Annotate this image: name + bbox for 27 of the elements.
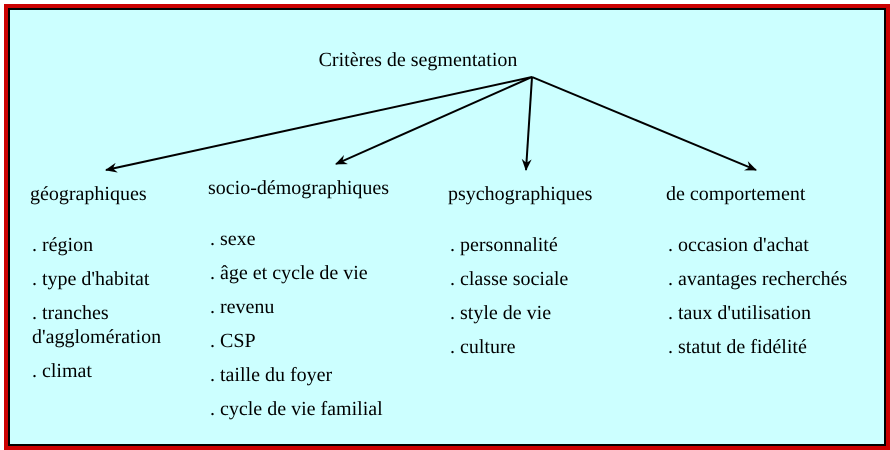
list-item: . classe sociale <box>449 267 570 291</box>
list-item: . statut de fidélité <box>667 335 808 359</box>
category-heading: de comportement <box>666 166 881 207</box>
list-item: . climat <box>31 359 93 383</box>
list-item: . personnalité <box>449 233 559 257</box>
list-item: . style de vie <box>449 301 552 325</box>
list-item: . culture <box>449 335 517 359</box>
list-item: . CSP <box>209 329 257 353</box>
arrow <box>532 76 757 171</box>
root-heading: Critères de segmentation <box>298 48 538 73</box>
list-item: . sexe <box>209 227 257 251</box>
category-heading: socio-démographiques <box>208 160 438 201</box>
list-item: . avantages recherchés <box>667 267 848 291</box>
list-item: . revenu <box>209 295 276 319</box>
category-heading: psychographiques <box>448 166 638 207</box>
arrow <box>335 76 532 165</box>
category-heading: géographiques <box>30 166 210 207</box>
list-item: . région <box>31 233 94 257</box>
list-item: . tranches d'agglomération <box>31 301 162 349</box>
list-item: . âge et cycle de vie <box>209 261 369 285</box>
list-item: . taille du foyer <box>209 363 334 387</box>
arrow <box>522 76 533 171</box>
list-item: . taux d'utilisation <box>667 301 812 325</box>
list-item: . type d'habitat <box>31 267 150 291</box>
list-item: . cycle de vie familial <box>209 397 384 421</box>
list-item: . occasion d'achat <box>667 233 810 257</box>
arrow <box>105 76 532 173</box>
